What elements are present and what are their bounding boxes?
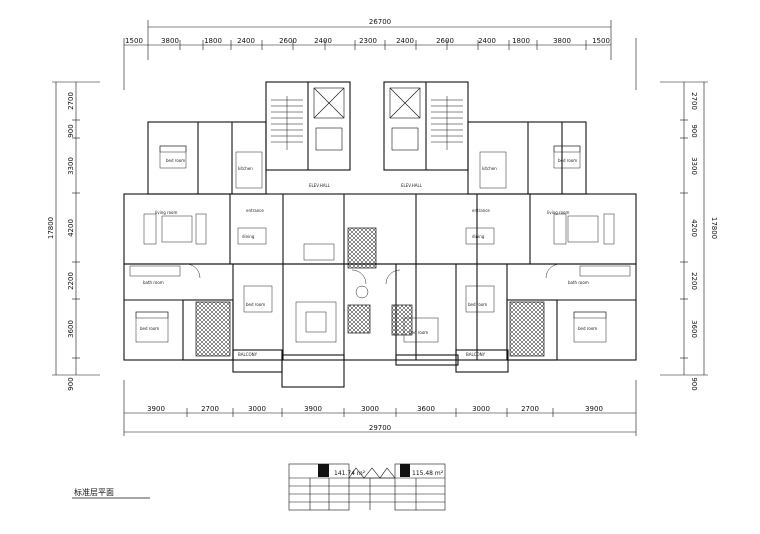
bottom-dim-labels: 3900 2700 3000 3900 3000 3600 3000 2700 … <box>147 405 603 413</box>
svg-text:1500: 1500 <box>125 37 143 45</box>
room-labels: bed room bed room kitchen kitchen living… <box>140 158 597 357</box>
room-label: kitchen <box>482 166 497 171</box>
svg-text:17800: 17800 <box>47 217 55 239</box>
svg-text:2700: 2700 <box>690 92 698 110</box>
svg-text:17800: 17800 <box>710 217 718 239</box>
svg-text:3000: 3000 <box>248 405 266 413</box>
svg-text:1800: 1800 <box>204 37 222 45</box>
svg-text:2300: 2300 <box>359 37 377 45</box>
svg-text:2400: 2400 <box>478 37 496 45</box>
svg-text:900: 900 <box>690 124 698 137</box>
svg-text:2600: 2600 <box>436 37 454 45</box>
svg-text:2400: 2400 <box>314 37 332 45</box>
room-label: BALCONY <box>238 352 258 357</box>
svg-text:4200: 4200 <box>67 219 75 237</box>
svg-text:3900: 3900 <box>147 405 165 413</box>
area-swatch-a <box>318 464 329 477</box>
svg-text:900: 900 <box>67 124 75 137</box>
svg-text:900: 900 <box>67 377 75 390</box>
room-label: BALCONY <box>466 352 486 357</box>
svg-text:4200: 4200 <box>690 219 698 237</box>
bottom-total-dim: 29700 <box>369 424 391 432</box>
plan-title: 标准层平面 <box>74 487 114 497</box>
top-dim-labels: 1500 3800 1800 2400 2600 2400 2300 2400 … <box>125 37 610 45</box>
room-label: dining <box>472 234 485 239</box>
area-b-value: 115.48 m² <box>412 470 444 477</box>
room-label: bed room <box>578 326 597 331</box>
stair-left <box>271 96 303 150</box>
bottom-dimension-group <box>123 380 637 436</box>
room-label: dining <box>242 234 255 239</box>
building-walls <box>123 81 637 388</box>
svg-text:3900: 3900 <box>304 405 322 413</box>
svg-text:3300: 3300 <box>67 157 75 175</box>
room-label: entrance <box>472 208 490 213</box>
room-label: ELEV.HALL <box>401 183 423 188</box>
svg-text:1800: 1800 <box>512 37 530 45</box>
svg-text:2400: 2400 <box>237 37 255 45</box>
left-dim-labels: 2700 900 3300 4200 2200 3600 900 17800 <box>47 92 75 391</box>
room-label: bed room <box>468 302 487 307</box>
room-label: bed room <box>140 326 159 331</box>
right-dim-labels: 2700 900 3300 4200 2200 3600 900 17800 <box>690 92 718 391</box>
svg-text:3000: 3000 <box>472 405 490 413</box>
svg-text:2700: 2700 <box>201 405 219 413</box>
svg-text:3600: 3600 <box>417 405 435 413</box>
room-label: ELEV.HALL <box>309 183 331 188</box>
room-label: bath room <box>568 280 589 285</box>
svg-text:3900: 3900 <box>585 405 603 413</box>
room-label: living room <box>155 210 177 215</box>
svg-text:3300: 3300 <box>690 157 698 175</box>
area-a-value: 141.74 m² <box>334 470 366 477</box>
svg-text:3000: 3000 <box>361 405 379 413</box>
right-dimension-group <box>660 81 708 376</box>
svg-text:2600: 2600 <box>279 37 297 45</box>
left-dimension-group <box>52 81 100 376</box>
svg-text:2700: 2700 <box>521 405 539 413</box>
room-label: bed room <box>558 158 577 163</box>
area-swatch-b <box>400 464 410 477</box>
room-label: kitchen <box>238 166 253 171</box>
svg-text:3600: 3600 <box>67 320 75 338</box>
room-label: bed room <box>166 158 185 163</box>
furniture <box>129 145 631 343</box>
elevators <box>313 87 421 151</box>
room-label: bed room <box>409 330 428 335</box>
stair-right <box>431 96 463 150</box>
svg-text:2200: 2200 <box>67 272 75 290</box>
top-dimension-group <box>123 20 637 90</box>
svg-text:2700: 2700 <box>67 92 75 110</box>
svg-text:3800: 3800 <box>161 37 179 45</box>
svg-text:3800: 3800 <box>553 37 571 45</box>
room-label: bed room <box>246 302 265 307</box>
svg-text:2200: 2200 <box>690 272 698 290</box>
room-label: bath room <box>143 280 164 285</box>
svg-text:1500: 1500 <box>592 37 610 45</box>
area-table <box>288 463 446 511</box>
room-label: living room <box>547 210 569 215</box>
svg-text:2400: 2400 <box>396 37 414 45</box>
svg-text:3600: 3600 <box>690 320 698 338</box>
hatched-shafts <box>195 227 545 357</box>
room-label: entrance <box>246 208 264 213</box>
top-total-dim: 26700 <box>369 18 391 26</box>
svg-text:900: 900 <box>690 377 698 390</box>
